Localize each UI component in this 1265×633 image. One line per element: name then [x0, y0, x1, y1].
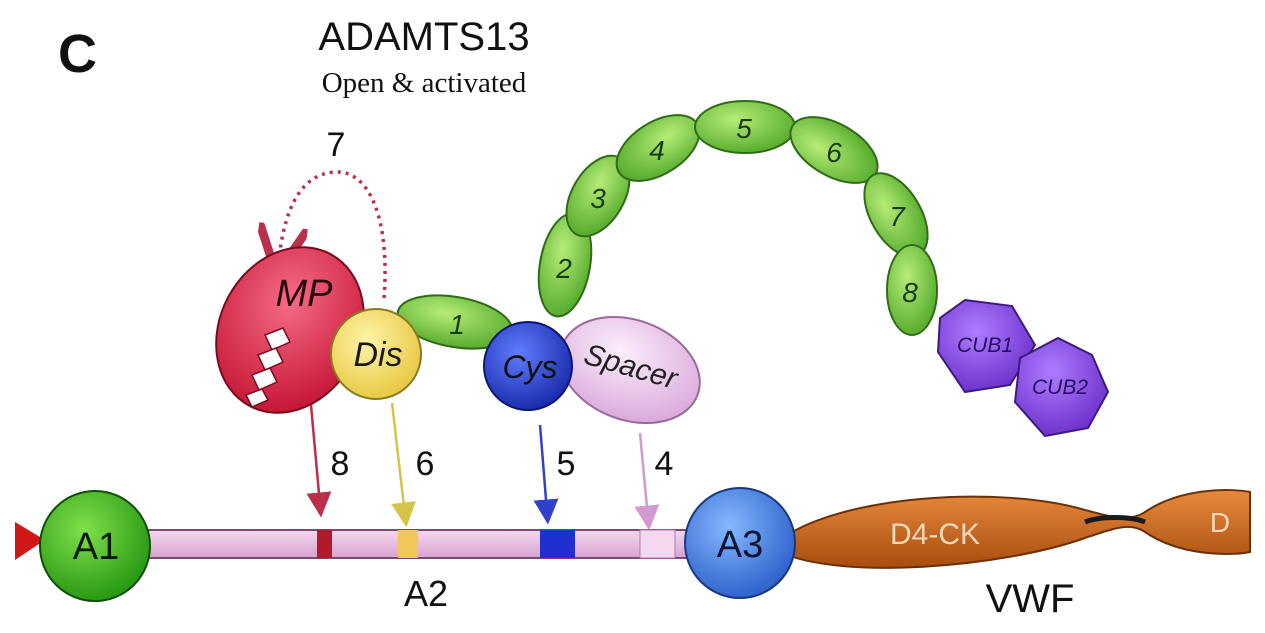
d-label: D: [1210, 507, 1230, 538]
adamts13-subtitle: Open & activated: [322, 67, 527, 99]
d4-ck-domain: D4-CK D: [780, 490, 1250, 568]
a2-site-dis: [398, 530, 418, 558]
exosite-label-5: 5: [557, 445, 576, 483]
tsp-label-4: 4: [649, 135, 665, 166]
vwf-label: VWF: [986, 577, 1075, 621]
panel-label: C: [58, 24, 97, 84]
d4-ck-label: D4-CK: [890, 518, 980, 551]
exosite-label-4: 4: [655, 445, 674, 483]
a2-domain: [140, 530, 695, 558]
a3-label: A3: [717, 524, 763, 566]
a2-label: A2: [404, 573, 448, 614]
tsp-label-3: 3: [590, 183, 606, 214]
tsp-chain: 1 2 3 4 5 6 7 8: [394, 101, 941, 357]
cys-domain: Cys: [484, 322, 572, 410]
a3-domain: A3: [685, 488, 795, 598]
a2-site-cys: [540, 530, 575, 558]
exosite-arrow-4: [640, 433, 648, 518]
tsp-label-2: 2: [555, 253, 572, 284]
adamts13-title: ADAMTS13: [318, 15, 529, 59]
a2-site-spacer: [640, 530, 675, 558]
exosite-arrow-5: [540, 425, 547, 512]
a1-domain: A1: [40, 491, 150, 601]
cub2-label: CUB2: [1032, 376, 1088, 399]
cub1-label: CUB1: [957, 334, 1013, 357]
dis-domain: Dis: [331, 309, 421, 399]
mp-label: MP: [276, 273, 334, 315]
tsp-label-1: 1: [449, 309, 465, 340]
exosite-label-6: 6: [416, 445, 435, 483]
exosite-arrow-8: [311, 405, 320, 505]
cub2-domain: CUB2: [1015, 338, 1108, 436]
exosite-arrow-6: [392, 403, 405, 515]
a2-cleavage-site-mp: [317, 530, 332, 558]
cys-label: Cys: [502, 349, 557, 385]
exosite-label-8: 8: [331, 445, 350, 483]
a1-label: A1: [73, 526, 119, 568]
dis-label: Dis: [353, 336, 402, 374]
tsp-label-5: 5: [736, 113, 752, 144]
interaction-7-label: 7: [327, 126, 346, 164]
tsp-label-8: 8: [902, 277, 918, 308]
tsp-label-7: 7: [889, 201, 906, 232]
tsp-label-6: 6: [826, 137, 842, 168]
